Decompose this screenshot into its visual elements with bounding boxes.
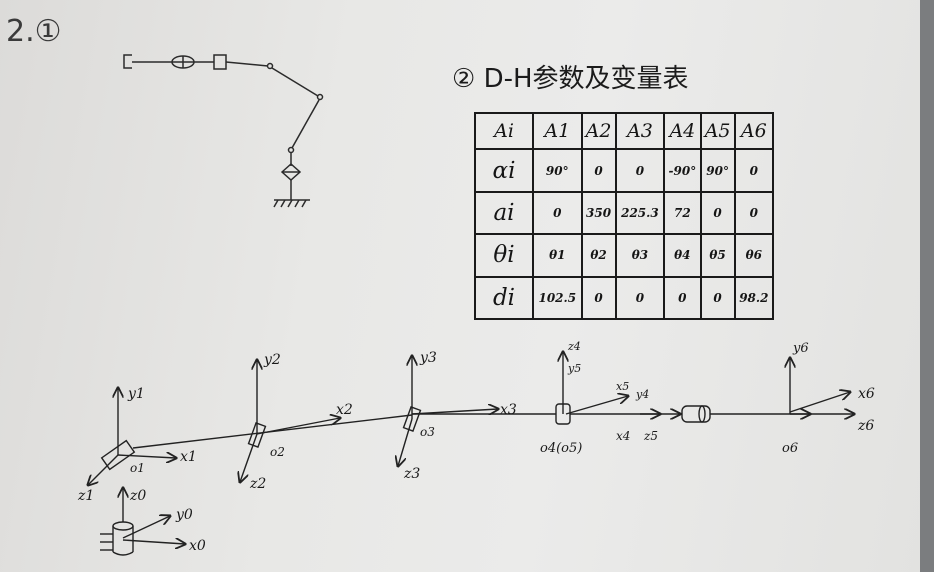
header-cell: A1 (532, 111, 583, 151)
table-cell: θ3 (614, 233, 666, 278)
label-z5: z5 (643, 429, 658, 443)
header-cell: Ai (474, 111, 534, 151)
table-cell: θ6 (733, 233, 775, 278)
label-o3: o3 (420, 425, 435, 439)
table-cell: 0 (733, 190, 775, 236)
table-title: ② D-H参数及变量表 (452, 64, 689, 94)
row-header: αi (474, 148, 534, 193)
row-header: di (474, 275, 534, 321)
table-cell: θ2 (580, 233, 617, 278)
label-x2: x2 (336, 402, 353, 418)
header-cell: A5 (699, 111, 736, 151)
header-cell: A3 (614, 111, 666, 151)
table-cell: 72 (663, 190, 702, 236)
label-y1: y1 (127, 386, 145, 402)
label-y6: y6 (792, 341, 809, 356)
table-cell: 350 (580, 190, 617, 236)
table-cell: 0 (699, 190, 736, 236)
label-x4: x4 (616, 429, 630, 443)
label-z0: z0 (129, 488, 146, 504)
table-cell: 98.2 (733, 275, 775, 321)
problem-number: 2.① (6, 14, 62, 49)
label-x3: x3 (500, 402, 517, 418)
table-cell: 225.3 (614, 190, 666, 236)
table-cell: -90° (663, 148, 702, 193)
table-row-theta: θi θ1 θ2 θ3 θ4 θ5 θ6 (474, 233, 775, 278)
label-x6: x6 (858, 386, 875, 402)
table-row-a: ai 0 350 225.3 72 0 0 (474, 190, 775, 236)
label-x1: x1 (180, 449, 197, 465)
label-y2: y2 (263, 352, 281, 368)
page-edge-shadow (920, 0, 934, 572)
table-cell: 0 (699, 275, 736, 321)
table-cell: 0 (733, 148, 775, 193)
label-o4-o5: o4(o5) (540, 441, 582, 456)
label-z1: z1 (77, 488, 94, 504)
label-y0: y0 (175, 507, 193, 523)
table-row-alpha: αi 90° 0 0 -90° 90° 0 (474, 148, 775, 193)
table-cell: 0 (580, 148, 617, 193)
table-cell: 0 (614, 275, 666, 321)
table-cell: 0 (614, 148, 666, 193)
table-cell: 102.5 (532, 275, 583, 321)
table-cell: 0 (663, 275, 702, 321)
label-x0: x0 (189, 538, 206, 554)
table-cell: θ1 (532, 233, 583, 278)
label-y3: y3 (419, 350, 437, 366)
dh-parameter-table: Ai A1 A2 A3 A4 A5 A6 αi 90° 0 0 -90° 90°… (474, 111, 775, 321)
table-row-d: di 102.5 0 0 0 0 98.2 (474, 275, 775, 321)
label-x5: x5 (616, 380, 629, 393)
label-z6: z6 (857, 418, 874, 434)
row-header: ai (474, 190, 534, 236)
table-cell: 90° (699, 148, 736, 193)
table-header-row: Ai A1 A2 A3 A4 A5 A6 (474, 111, 775, 151)
header-cell: A6 (733, 111, 775, 151)
label-y5: y5 (567, 362, 581, 375)
label-z3: z3 (403, 466, 420, 482)
table-cell: 90° (532, 148, 583, 193)
header-cell: A2 (580, 111, 617, 151)
table-cell: 0 (580, 275, 617, 321)
label-z2: z2 (249, 476, 266, 492)
table-cell: θ5 (699, 233, 736, 278)
row-header: θi (474, 233, 534, 278)
label-o6: o6 (782, 441, 798, 456)
table-cell: 0 (532, 190, 583, 236)
table-cell: θ4 (663, 233, 702, 278)
header-cell: A4 (663, 111, 702, 151)
label-o1: o1 (130, 461, 145, 475)
label-y4: y4 (635, 388, 649, 401)
label-z4: z4 (567, 340, 581, 353)
label-o2: o2 (270, 445, 285, 459)
